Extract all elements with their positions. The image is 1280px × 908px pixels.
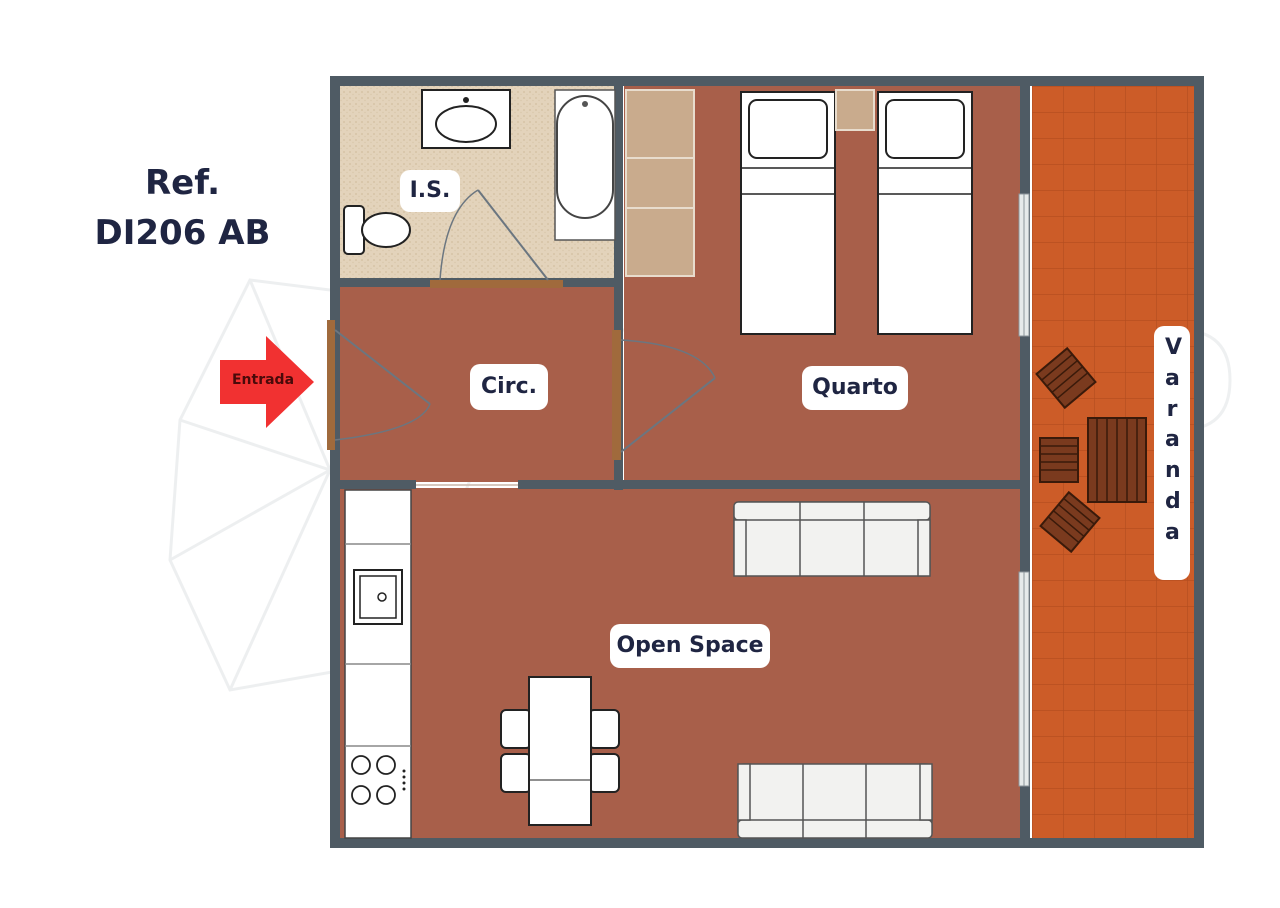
cooktop-controls (402, 769, 406, 791)
entrance-arrow (220, 336, 314, 428)
balcony-table (1087, 417, 1147, 503)
kitchen-counter (344, 489, 412, 839)
nightstand (835, 89, 875, 131)
bathroom-door (430, 189, 563, 288)
wardrobe (625, 89, 695, 277)
cooktop (351, 755, 396, 805)
windows (1018, 193, 1030, 787)
balcony-chair-bottom (1039, 490, 1101, 554)
room-label-circ: Circ. (470, 364, 548, 410)
entrance-label: Entrada (231, 372, 295, 388)
kitchen-sink (353, 569, 403, 625)
room-label-quarto: Quarto (802, 366, 908, 410)
bathroom-sink (421, 89, 511, 149)
balcony-chair-left (1039, 437, 1079, 483)
bed-right (877, 91, 973, 335)
ref-line-1: Ref. (144, 163, 221, 203)
ref-line-2: DI206 AB (94, 213, 271, 253)
room-label-is: I.S. (400, 170, 460, 212)
sofa-top (733, 501, 931, 577)
bathtub (554, 89, 616, 241)
room-label-varanda: Varanda (1154, 326, 1190, 580)
reference-code: Ref. DI206 AB (70, 158, 295, 258)
bedroom-door (612, 330, 716, 460)
entry-door (327, 320, 431, 450)
dining-set (500, 676, 620, 826)
room-label-open-space: Open Space (610, 624, 770, 668)
bed-left (740, 91, 836, 335)
toilet (343, 205, 411, 255)
sofa-bottom (737, 763, 933, 839)
balcony-chair-top (1035, 346, 1097, 410)
varanda-text: Varanda (1165, 335, 1183, 545)
